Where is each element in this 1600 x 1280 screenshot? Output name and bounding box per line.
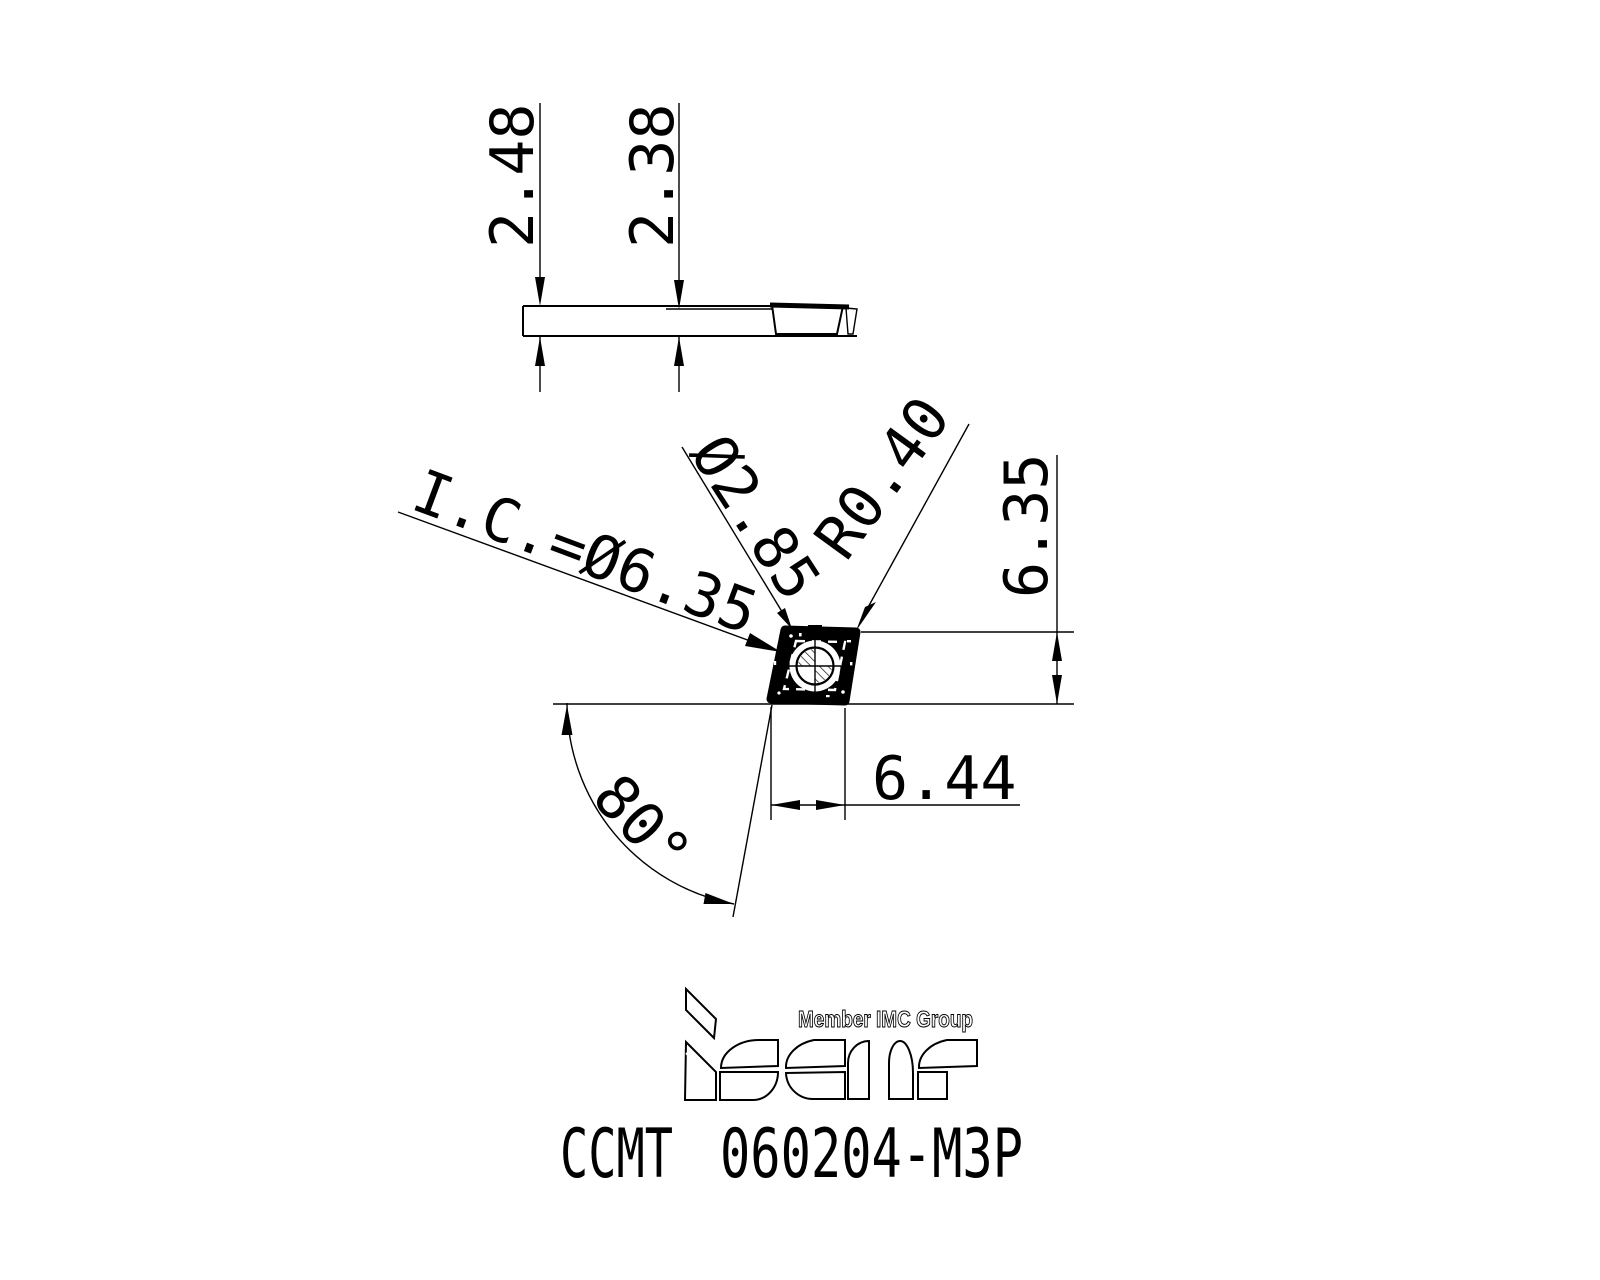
dim-width: 6.35	[992, 454, 1062, 704]
cutting-head	[770, 303, 845, 335]
hole-hatch-upper-left	[798, 649, 815, 666]
dim-corner-radius: R0.40	[802, 385, 970, 631]
edge-extension-line-80deg	[732, 704, 773, 918]
logo-tagline: Member IMC Group	[798, 1006, 973, 1032]
dim-nose-angle-label: 80°	[579, 761, 704, 888]
dim-length: 6.44	[771, 744, 1020, 814]
screw-hole	[789, 640, 841, 692]
chipbreaker-outline	[782, 639, 847, 692]
corner-radius-profile	[845, 307, 858, 335]
dim-thickness-face-label: 2.38	[618, 104, 688, 249]
dim-length-label: 6.44	[872, 744, 1017, 814]
hole-hatch-lower-right	[815, 666, 832, 683]
part-title: CCMT 060204-M3P	[560, 1115, 1023, 1194]
dim-thickness-face: 2.38	[618, 103, 688, 392]
dim-thickness-edge-label: 2.48	[478, 104, 548, 249]
iscar-logo-mark	[683, 986, 978, 1101]
dim-thickness-edge: 2.48	[478, 103, 548, 392]
insert-body	[766, 625, 861, 706]
part-designation: 060204-M3P	[720, 1115, 1023, 1194]
part-series: CCMT	[560, 1115, 673, 1194]
edge-tab	[808, 625, 822, 631]
iscar-logo: Member IMC Group	[683, 986, 978, 1101]
cutting-head-top-face	[769, 302, 850, 310]
top-view: I.C.=Ø6.35 Ø2.85 R0.40 6.35 6.44	[397, 385, 1074, 918]
surface-texture	[774, 633, 853, 698]
side-view: 2.48 2.38	[478, 103, 858, 392]
dim-nose-angle: 80°	[561, 702, 735, 905]
dim-width-label: 6.35	[992, 454, 1062, 599]
side-profile-outline	[522, 302, 858, 337]
